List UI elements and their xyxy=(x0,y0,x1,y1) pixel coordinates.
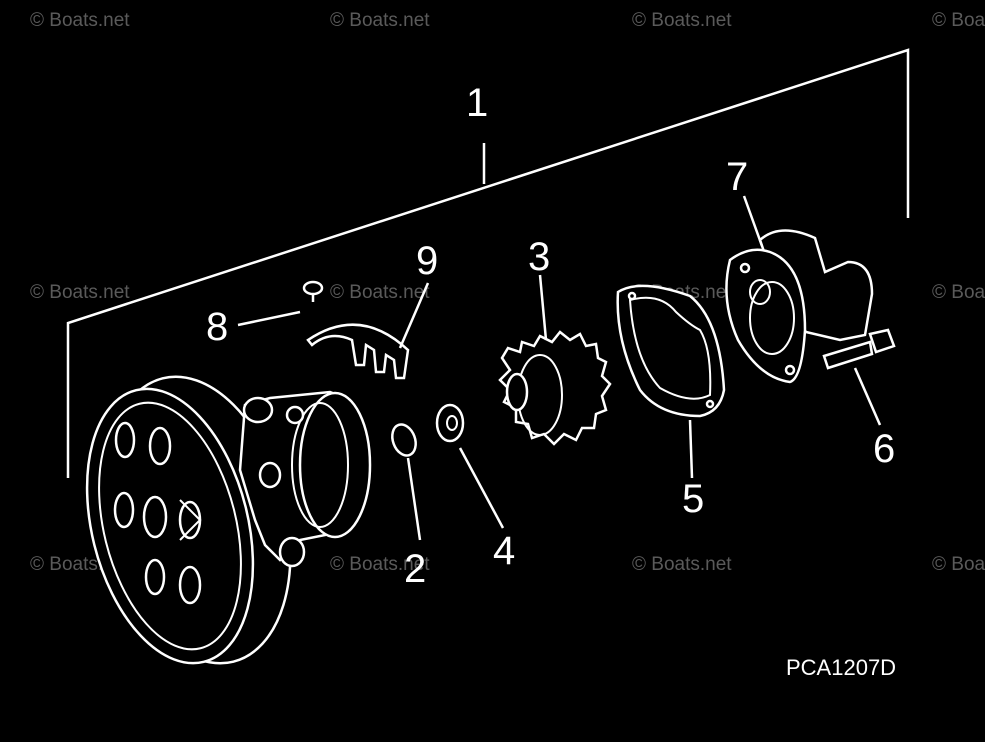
watermark: © Boats.net xyxy=(932,282,985,303)
wear-plate xyxy=(306,323,410,380)
watermark: © Boats.net xyxy=(932,10,985,31)
callout-2: 2 xyxy=(404,547,426,591)
gasket xyxy=(616,284,726,418)
watermark: © Boats.net xyxy=(932,554,985,575)
leader-lines xyxy=(237,195,882,541)
callouts: 1 2 3 4 5 6 7 8 9 xyxy=(206,81,895,591)
drawing-code: PCA1207D xyxy=(786,655,896,680)
callout-7: 7 xyxy=(726,155,748,199)
o-ring xyxy=(391,423,417,457)
callout-3: 3 xyxy=(528,235,550,279)
assembly-bracket xyxy=(66,48,910,478)
impeller xyxy=(498,330,612,446)
pump-housing xyxy=(238,390,372,568)
callout-5: 5 xyxy=(682,477,704,521)
watermark: © Boats.net xyxy=(30,282,130,303)
watermark: © Boats.net xyxy=(330,554,430,575)
pump-cover xyxy=(725,229,874,384)
screw-small xyxy=(302,280,324,302)
watermark: © Boats.net xyxy=(330,10,430,31)
watermark: © Boats.net xyxy=(330,282,430,303)
callout-1: 1 xyxy=(466,81,488,125)
bolt xyxy=(822,328,896,370)
watermark: © Boats.net xyxy=(30,10,130,31)
callout-8: 8 xyxy=(206,305,228,349)
washer xyxy=(435,403,465,443)
callout-6: 6 xyxy=(873,427,895,471)
watermark: © Boats.net xyxy=(632,10,732,31)
watermark: © Boats.net xyxy=(632,554,732,575)
callout-9: 9 xyxy=(416,239,438,283)
callout-4: 4 xyxy=(493,529,515,573)
